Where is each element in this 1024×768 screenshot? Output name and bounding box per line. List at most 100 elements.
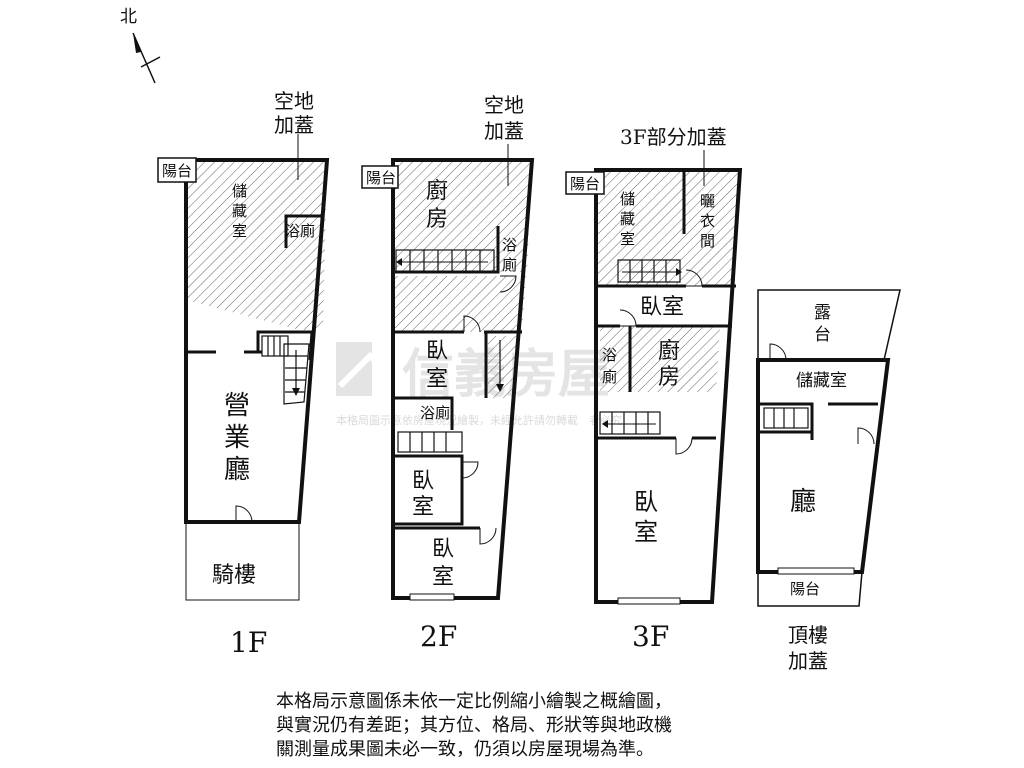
annex-2f-note-line1: 空地: [484, 93, 524, 117]
door-roof-storage: [857, 427, 875, 445]
door-2f-bedroom-c: [479, 527, 497, 545]
storage-3f-label-3: 室: [620, 230, 635, 248]
floor-3f-outline: [594, 168, 743, 604]
stair-3f-upper: [617, 259, 682, 283]
kitchen-2f-wall: [393, 226, 500, 274]
bedroom-main-3f-label-1: 臥: [634, 488, 658, 516]
storage-3f-label-2: 藏: [620, 210, 635, 228]
bath-3f-label-1: 浴: [602, 346, 617, 364]
balcony-3f-box: [565, 171, 605, 195]
closet-3f-label-3: 間: [700, 232, 715, 250]
hatched-storage-area: [598, 172, 738, 286]
hatched-stair-area: [488, 336, 520, 398]
door-1f-front: [235, 505, 253, 523]
bath-2f-lower-wall: [393, 396, 454, 430]
storage-1f-label-2: 藏: [232, 202, 247, 220]
floor-3f: 陽台 3F部分加蓋 儲 藏 室 曬 衣 間 臥室 浴 廁 廚 房: [565, 125, 743, 653]
stair-3f-lower-arrow-icon: [602, 420, 608, 428]
compass-north-label: 北: [120, 7, 137, 27]
disclaimer-line-3: 關測量成果圖未必一致，仍須以房屋現場為準。: [276, 739, 654, 760]
stair-roof: [763, 407, 809, 429]
balcony-roof-label: 陽台: [790, 580, 820, 598]
bath-2f-lower-label: 浴廁: [420, 404, 450, 422]
disclaimer-line-2: 與實況仍有差距；其方位、格局、形狀等與地政機: [276, 715, 672, 736]
closet-3f-label-2: 衣: [700, 212, 715, 230]
balcony-3f-label: 陽台: [570, 175, 600, 193]
bath-1f-label: 浴廁: [285, 222, 315, 240]
bedroom-a-2f-label-1: 臥: [426, 339, 448, 364]
stair-3f-lower: [599, 411, 661, 435]
compass-needle: [132, 32, 156, 84]
storage-1f-label-1: 儲: [232, 182, 247, 200]
floor-roof: 露 台 儲藏室 廳 陽台 頂樓 加蓋: [756, 289, 901, 673]
terrace-label-2: 台: [814, 325, 831, 345]
watermark-notice: 本格局圖示意依房屋現況繪製，未經允許請勿轉載 者必究: [336, 413, 622, 427]
door-2f-bedroom-b: [461, 461, 479, 479]
annex-3f-note: 3F部分加蓋: [620, 125, 727, 149]
hall-1f-label-2: 業: [224, 423, 250, 453]
door-roof-terrace: [769, 343, 787, 361]
balcony-2f-label: 陽台: [366, 169, 396, 187]
hatched-corridor-area: [394, 276, 526, 332]
door-3f-bath: [619, 309, 637, 327]
bedroom-b-2f-wall: [393, 454, 464, 526]
disclaimer-line-1: 本格局示意圖係未依一定比例縮小繪製之概繪圖，: [276, 691, 672, 712]
kitchen-3f-label-2: 房: [658, 365, 680, 390]
bath-3f-label-2: 廁: [602, 368, 617, 386]
stair-2f-lower-arrow-icon: [496, 384, 504, 392]
floor-2f-label: 2F: [420, 620, 457, 653]
floor-roof-label-1: 頂樓: [788, 623, 828, 647]
bedroom-b-2f-label-2: 室: [412, 495, 434, 520]
bedroom-main-3f-label-2: 室: [634, 518, 658, 546]
disclaimer: 本格局示意圖係未依一定比例縮小繪製之概繪圖， 與實況仍有差距；其方位、格局、形狀…: [276, 690, 796, 762]
bath-2f-upper-label-2: 廁: [502, 256, 517, 274]
door-2f-bath: [499, 275, 517, 293]
kitchen-3f-label-1: 廚: [658, 339, 680, 364]
bedroom-a-2f-label-2: 室: [426, 367, 448, 392]
floor-1f-label: 1F: [230, 626, 267, 659]
bedroom-c-2f-label-1: 臥: [432, 537, 454, 562]
stair-3f-arrow-icon: [676, 268, 682, 276]
storage-roof-label: 儲藏室: [796, 371, 847, 391]
bath-1f-wall: [284, 214, 322, 248]
balcony-2f-box: [361, 165, 399, 189]
door-2f-bedroom-a: [463, 315, 481, 333]
kitchen-2f-label-1: 廚: [426, 179, 448, 204]
watermark-house-icon: [336, 342, 403, 396]
compass-cross: [140, 56, 161, 68]
stair-2f-middle: [397, 431, 463, 453]
storage-1f-label-3: 室: [232, 222, 247, 240]
compass-arrow-icon: [133, 33, 141, 53]
storage-3f-label-1: 儲: [620, 190, 635, 208]
window-2f: [409, 593, 455, 601]
storage-roof-wall-left: [758, 402, 814, 440]
stair-1f: [261, 335, 310, 405]
floor-2f: 陽台 空地 加蓋 廚 房 浴 廁 臥 室 浴廁 臥 室: [361, 93, 535, 653]
arcade-area: [185, 521, 300, 601]
door-3f-bedroom-main: [675, 437, 693, 455]
watermark: 信義房屋 本格局圖示意依房屋現況繪製，未經允許請勿轉載 者必究: [336, 342, 622, 427]
arcade-1f-label: 騎樓: [212, 563, 256, 588]
bedroom-top-3f-label: 臥室: [640, 295, 684, 320]
kitchen-2f-label-2: 房: [426, 207, 448, 232]
annex-1f-note-line2: 加蓋: [274, 113, 314, 137]
closet-3f-label-1: 曬: [700, 192, 715, 210]
floor-2f-outline: [391, 158, 535, 600]
floor-1f: 陽台 空地 加蓋 儲 藏 室 浴廁 營 業 廳 騎樓 1F: [157, 89, 330, 659]
floor-3f-label: 3F: [632, 620, 669, 653]
window-3f: [617, 597, 681, 605]
balcony-1f-box: [157, 157, 197, 183]
hall-1f-label-1: 營: [224, 391, 250, 421]
annex-2f-note-line2: 加蓋: [484, 119, 524, 143]
bedroom-b-2f-label-1: 臥: [412, 469, 434, 494]
terrace-label-1: 露: [814, 303, 831, 323]
compass: 北: [120, 7, 161, 84]
floor-roof-outline: [756, 358, 891, 574]
stair-2f-arrow-icon: [396, 258, 402, 266]
hatched-annex-area: [186, 160, 327, 330]
stair-1f-wall: [256, 330, 314, 361]
annex-1f-note-line1: 空地: [274, 89, 314, 113]
floor-roof-label-2: 加蓋: [788, 649, 828, 673]
bedroom-c-2f-label-2: 室: [432, 565, 454, 590]
